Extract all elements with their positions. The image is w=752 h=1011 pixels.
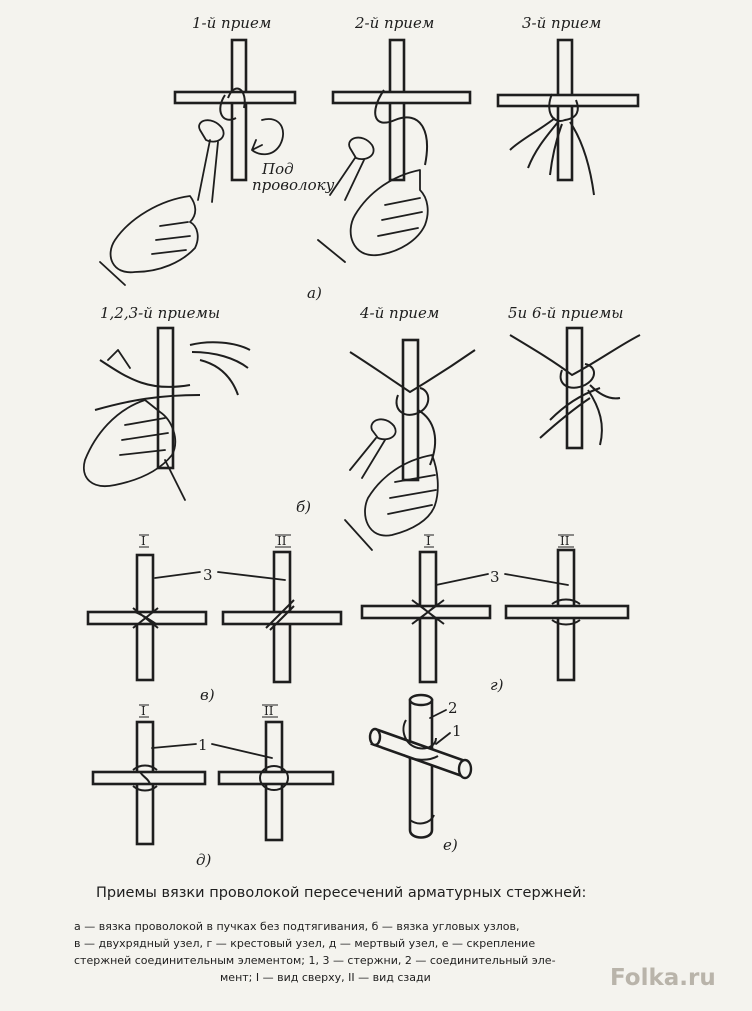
a3-rod-cross bbox=[496, 38, 640, 196]
panel-g-letter: г) bbox=[490, 676, 504, 694]
rotation-arrow-icon bbox=[251, 118, 284, 156]
g-view-2: II bbox=[560, 534, 570, 548]
panel-b-letter: б) bbox=[296, 498, 311, 516]
panel-v: I II 3 в) bbox=[86, 534, 343, 704]
panel-e: 2 1 е) bbox=[368, 693, 473, 854]
panel-a: 1-й прием 2-й прием 3-й прием Под провол… bbox=[99, 14, 640, 302]
caption-title: Приемы вязки проволокой пересечений арма… bbox=[96, 885, 586, 901]
a1-rod-cross bbox=[173, 38, 297, 182]
leader-line bbox=[429, 709, 451, 745]
d-cross-back-view bbox=[217, 720, 335, 842]
step-1-label: 1-й прием bbox=[192, 14, 271, 32]
d-view-1: I bbox=[141, 704, 146, 718]
d-ref-1: 1 bbox=[198, 736, 208, 754]
e-ref-2: 2 bbox=[448, 699, 458, 717]
step-123-label: 1,2,3-й приемы bbox=[100, 304, 220, 322]
watermark: Folka.ru bbox=[610, 965, 716, 991]
panel-v-letter: в) bbox=[200, 686, 215, 704]
v-ref-3: 3 bbox=[203, 566, 213, 584]
panel-d: I II 1 д) bbox=[91, 704, 335, 869]
hand-icon bbox=[344, 454, 439, 551]
caption-line-4: мент; I — вид сверху, II — вид сзади bbox=[220, 971, 431, 984]
g-cross-top-view bbox=[360, 550, 492, 684]
d-view-2: II bbox=[264, 704, 274, 718]
panel-a-letter: а) bbox=[307, 284, 322, 302]
v-view-2: II bbox=[277, 534, 287, 548]
caption-line-1: а — вязка проволокой в пучках без подтяг… bbox=[74, 920, 520, 933]
arrow-icon bbox=[107, 349, 131, 369]
b1-rod bbox=[94, 326, 251, 470]
step-2-label: 2-й прием bbox=[354, 14, 434, 32]
step-56-label: 5и 6-й приемы bbox=[508, 304, 623, 322]
step-3-label: 3-й прием bbox=[522, 14, 601, 32]
e-isometric-rods bbox=[368, 693, 473, 839]
g-cross-back-view bbox=[504, 548, 630, 682]
leader-line bbox=[154, 571, 286, 581]
pliers-icon bbox=[329, 136, 375, 201]
pliers-icon bbox=[349, 418, 397, 479]
e-ref-1: 1 bbox=[452, 722, 462, 740]
b2-cross bbox=[349, 338, 476, 482]
d-cross-top-view bbox=[91, 720, 207, 846]
step-4-label: 4-й прием bbox=[359, 304, 439, 322]
b3-cross bbox=[509, 326, 641, 450]
caption-line-3: стержней соединительным элементом; 1, 3 … bbox=[74, 954, 556, 967]
hand-icon bbox=[99, 195, 199, 286]
panel-g: I II 3 г) bbox=[360, 534, 630, 694]
leader-line bbox=[151, 743, 273, 759]
panel-e-letter: е) bbox=[443, 836, 458, 854]
v-cross-top-view bbox=[86, 553, 208, 682]
v-view-1: I bbox=[141, 534, 146, 548]
a2-rod-cross bbox=[331, 38, 472, 182]
leader-line bbox=[435, 573, 569, 586]
hand-icon bbox=[83, 399, 186, 501]
note-line-1: Под bbox=[261, 160, 294, 178]
caption-line-2: в — двухрядный узел, г — крестовый узел,… bbox=[74, 937, 535, 950]
note-line-2: проволоку bbox=[252, 176, 335, 194]
hand-icon bbox=[317, 169, 429, 263]
g-view-1: I bbox=[426, 534, 431, 548]
panel-b: 1,2,3-й приемы 4-й прием 5и 6-й приемы bbox=[83, 304, 641, 551]
v-cross-back-view bbox=[221, 550, 343, 684]
pliers-icon bbox=[197, 119, 225, 203]
panel-d-letter: д) bbox=[196, 851, 212, 869]
figure-caption: Приемы вязки проволокой пересечений арма… bbox=[74, 885, 586, 984]
g-ref-3: 3 bbox=[490, 568, 500, 586]
